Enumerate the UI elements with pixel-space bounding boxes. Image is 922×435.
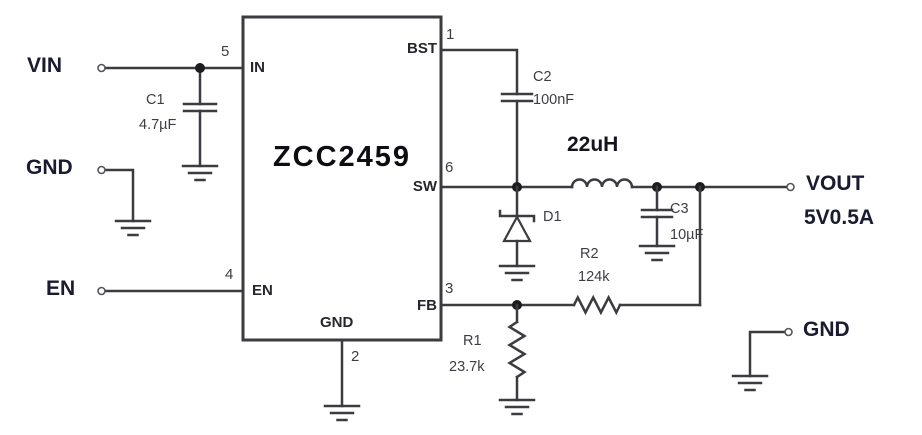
diode-d1-symbol bbox=[498, 185, 536, 282]
capacitor-c2-symbol bbox=[500, 92, 534, 189]
label-vout: VOUT bbox=[806, 172, 865, 195]
pin-number-4: 4 bbox=[225, 266, 234, 283]
label-vout-rating: 5V0.5A bbox=[804, 206, 875, 229]
pin-label-bst: BST bbox=[407, 40, 437, 57]
junction-dot-vin bbox=[195, 63, 205, 73]
inductor-l1-symbol bbox=[570, 178, 634, 189]
pin-label-gnd: GND bbox=[320, 314, 354, 331]
label-r1-ref: R1 bbox=[463, 333, 482, 349]
capacitor-c1-symbol bbox=[181, 66, 219, 182]
pin-label-in: IN bbox=[250, 59, 265, 76]
label-c3-ref: C3 bbox=[670, 201, 689, 217]
label-c1-value: 4.7µF bbox=[139, 117, 177, 133]
label-c2-value: 100nF bbox=[533, 92, 575, 108]
label-vin: VIN bbox=[27, 54, 63, 77]
terminal-en bbox=[97, 286, 106, 296]
resistor-r2-symbol bbox=[572, 294, 622, 316]
ground-symbol-left bbox=[114, 219, 152, 237]
terminal-gnd-right bbox=[784, 327, 793, 337]
pin-number-5: 5 bbox=[221, 43, 230, 60]
ground-symbol-ic bbox=[323, 404, 361, 422]
wire-gnd-left bbox=[97, 165, 152, 237]
label-c3-value: 10µF bbox=[670, 227, 704, 243]
pin-number-2: 2 bbox=[351, 348, 360, 365]
label-c2-ref: C2 bbox=[533, 69, 552, 85]
wire-sw-vout bbox=[439, 178, 795, 192]
label-r2-ref: R2 bbox=[580, 246, 599, 262]
resistor-r1-symbol bbox=[498, 303, 536, 416]
label-c1-ref: C1 bbox=[146, 92, 165, 108]
ground-symbol-right bbox=[731, 374, 769, 392]
ground-symbol-c1 bbox=[181, 164, 219, 182]
pin-number-6: 6 bbox=[445, 159, 454, 176]
pin-label-sw: SW bbox=[412, 178, 437, 195]
terminal-vin bbox=[97, 63, 106, 73]
label-r2-value: 124k bbox=[578, 269, 610, 285]
pin-label-fb: FB bbox=[417, 297, 437, 314]
ground-symbol-d1 bbox=[498, 264, 536, 282]
wire-gnd-pin bbox=[323, 338, 361, 422]
terminal-vout bbox=[786, 182, 795, 192]
wire-vin bbox=[97, 63, 245, 73]
terminal-gnd-left bbox=[97, 165, 106, 175]
label-l1-value: 22uH bbox=[567, 133, 619, 156]
pin-number-1: 1 bbox=[446, 26, 455, 43]
capacitor-c3-symbol bbox=[638, 185, 676, 262]
ground-symbol-r1 bbox=[498, 398, 536, 416]
label-gnd-left: GND bbox=[26, 156, 73, 179]
wire-bst bbox=[439, 48, 519, 96]
ground-symbol-c3 bbox=[638, 244, 676, 262]
label-r1-value: 23.7k bbox=[449, 359, 485, 375]
ic-name: ZCC2459 bbox=[272, 141, 412, 173]
wire-gnd-right bbox=[731, 327, 793, 392]
wire-en bbox=[97, 286, 245, 296]
label-en: EN bbox=[46, 277, 76, 300]
wire-fb bbox=[439, 294, 702, 316]
pin-label-en: EN bbox=[252, 282, 273, 299]
label-gnd-right: GND bbox=[803, 318, 850, 341]
ic-body bbox=[241, 15, 443, 342]
label-d1-ref: D1 bbox=[543, 209, 562, 225]
pin-number-3: 3 bbox=[445, 280, 454, 297]
